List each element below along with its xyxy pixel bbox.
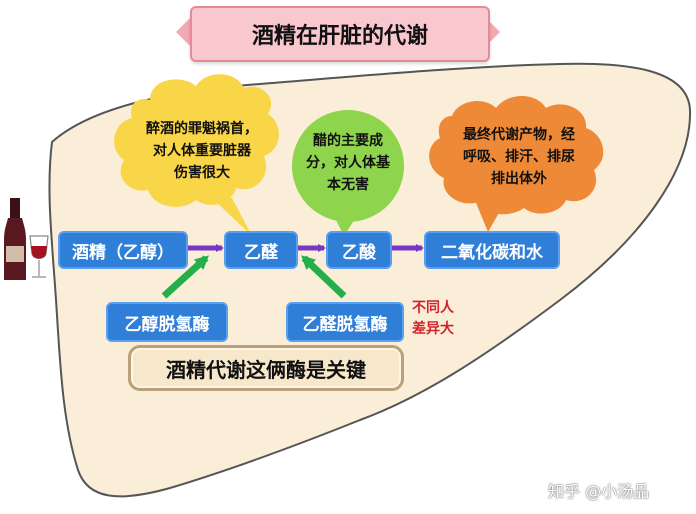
title-ribbon-left bbox=[176, 16, 192, 48]
bubble-end-products-text: 最终代谢产物，经 呼吸、排汗、排尿 排出体外 bbox=[446, 124, 592, 190]
variation-note-line: 不同人 bbox=[412, 300, 454, 316]
bubble-line: 醉酒的罪魁祸首， bbox=[146, 121, 258, 137]
bubble-line: 最终代谢产物，经 bbox=[463, 127, 575, 143]
bubble-line: 排出体外 bbox=[491, 171, 547, 187]
bubble-acetaldehyde-text: 醉酒的罪魁祸首， 对人体重要脏器 伤害很大 bbox=[126, 118, 278, 184]
node-aldh-enzyme: 乙醛脱氢酶 bbox=[286, 302, 404, 342]
bubble-end-products-shape bbox=[429, 96, 604, 232]
bubble-line: 伤害很大 bbox=[174, 165, 230, 181]
node-acetaldehyde: 乙醛 bbox=[224, 231, 298, 269]
bubble-line: 分，对人体基 bbox=[306, 155, 390, 171]
wine-bottle-icon bbox=[4, 198, 26, 280]
variation-note: 不同人 差异大 bbox=[404, 298, 462, 340]
arrow-adh-catalysis bbox=[161, 255, 209, 299]
arrow-aldh-catalysis bbox=[301, 255, 347, 299]
bubble-line: 本无害 bbox=[327, 177, 369, 193]
node-adh-enzyme: 乙醇脱氢酶 bbox=[106, 302, 228, 342]
bubble-acetaldehyde-shape bbox=[114, 74, 279, 236]
bubble-acetic-acid-text: 醋的主要成 分，对人体基 本无害 bbox=[298, 130, 398, 196]
node-end-products: 二氧化碳和水 bbox=[424, 231, 560, 269]
variation-note-line: 差异大 bbox=[412, 321, 454, 337]
wine-glass-icon bbox=[29, 235, 49, 278]
bubble-acetic-acid-shape bbox=[292, 110, 404, 236]
key-note-box: 酒精代谢这俩酶是关键 bbox=[128, 345, 404, 391]
node-alcohol: 酒精（乙醇） bbox=[58, 231, 188, 269]
diagram-title: 酒精在肝脏的代谢 bbox=[190, 6, 490, 62]
bubble-line: 对人体重要脏器 bbox=[153, 143, 251, 159]
bubble-line: 醋的主要成 bbox=[313, 133, 383, 149]
bubble-line: 呼吸、排汗、排尿 bbox=[463, 149, 575, 165]
watermark-text: 知乎 @小汤品 bbox=[548, 482, 650, 501]
node-acetic-acid: 乙酸 bbox=[326, 231, 392, 269]
